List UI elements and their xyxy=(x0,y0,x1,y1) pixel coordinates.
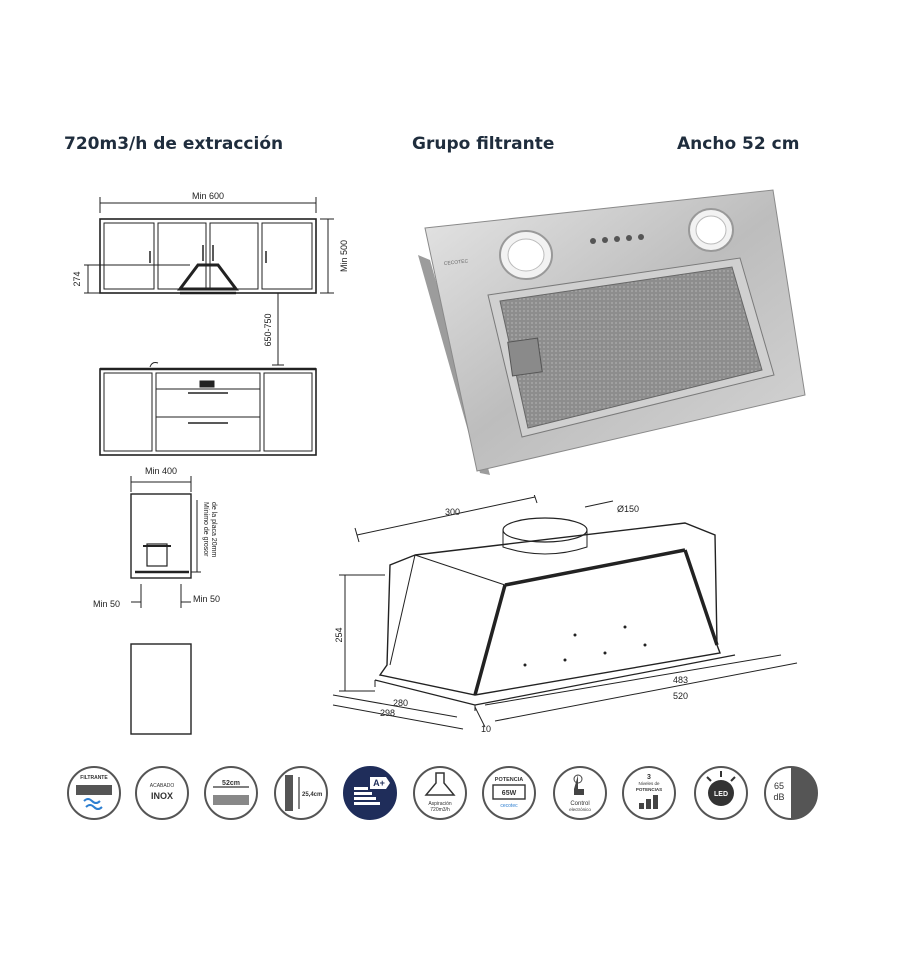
width-icon-label: 52cm xyxy=(222,780,240,787)
filter-icon-label: FILTRANTE xyxy=(80,775,108,781)
power-icon: POTENCIA 65W cecotec xyxy=(481,765,537,821)
front-clearance-label: 650-750 xyxy=(263,313,273,346)
power-icon-main-label: 65W xyxy=(502,790,517,797)
unit-inner-depth-label: 280 xyxy=(393,698,408,708)
led-icon: LED xyxy=(693,765,749,821)
power-levels-icon: 3 Niveles de POTENCIAS xyxy=(621,765,677,821)
side-grease-label-2: de la placa 20mm xyxy=(210,502,217,557)
front-installation-diagram: Min 600 274 Min 500 650-750 xyxy=(72,191,349,456)
energy-class-icon: A+ xyxy=(342,765,398,821)
side-installation-diagram: Min 400 Mínimo de grosor de la placa 20m… xyxy=(93,466,220,735)
aspiration-icon-top-label: Aspiración xyxy=(428,801,452,807)
side-grease-label-1: Mínimo de grosor xyxy=(202,502,209,557)
unit-height-label: 254 xyxy=(334,627,344,642)
power-levels-icon-top-label: 3 xyxy=(647,774,651,781)
product-hood-image: CECOTEC xyxy=(418,189,806,475)
height-icon-label: 25,4cm xyxy=(302,792,322,798)
heading-width: Ancho 52 cm xyxy=(677,134,800,154)
control-icon-top-label: Control xyxy=(570,801,589,807)
unit-duct-diameter-label: Ø150 xyxy=(617,504,639,514)
height-icon: 25,4cm xyxy=(273,765,329,821)
noise-icon: 65 dB xyxy=(763,765,819,821)
control-icon-bottom-label: electrónico xyxy=(569,807,591,812)
width-icon: 52cm xyxy=(203,765,259,821)
finish-icon-main-label: INOX xyxy=(151,791,173,801)
finish-icon-top-label: ACABADO xyxy=(150,783,175,789)
power-icon-top-label: POTENCIA xyxy=(495,777,523,783)
power-icon-bottom-label: cecotec xyxy=(500,803,518,809)
noise-icon-top-label: 65 xyxy=(774,781,784,791)
front-width-label: Min 600 xyxy=(192,191,224,201)
energy-class-label: A+ xyxy=(373,778,385,788)
filter-icon: FILTRANTE xyxy=(66,765,122,821)
unit-inner-width-label: 483 xyxy=(673,675,688,685)
control-icon: Control electrónico xyxy=(552,765,608,821)
side-left-gap-label: Min 50 xyxy=(93,599,120,609)
front-side-height-label: Min 500 xyxy=(339,240,349,272)
side-depth-label: Min 400 xyxy=(145,466,177,476)
power-levels-icon-mid-label: Niveles de xyxy=(638,781,660,786)
noise-icon-bottom-label: dB xyxy=(773,792,784,802)
unit-outer-depth-label: 298 xyxy=(380,708,395,718)
aspiration-icon-bottom-label: 720m3/h xyxy=(430,807,450,813)
heading-extraction: 720m3/h de extracción xyxy=(64,134,284,154)
control-buttons xyxy=(590,234,644,244)
brand-label: CECOTEC xyxy=(444,258,469,267)
unit-frame-label: 10 xyxy=(481,724,491,734)
finish-icon: ACABADO INOX xyxy=(134,765,190,821)
led-icon-label: LED xyxy=(714,791,728,798)
aspiration-icon: Aspiración 720m3/h xyxy=(412,765,468,821)
unit-dimension-drawing: 300 Ø150 254 280 298 483 520 10 xyxy=(332,495,798,734)
unit-depth-top-label: 300 xyxy=(445,507,460,517)
front-cabinet-height-label: 274 xyxy=(72,271,82,286)
side-right-gap-label: Min 50 xyxy=(193,594,220,604)
heading-filter-group: Grupo filtrante xyxy=(412,134,555,154)
power-levels-icon-bottom-label: POTENCIAS xyxy=(636,787,662,792)
unit-outer-width-label: 520 xyxy=(673,691,688,701)
